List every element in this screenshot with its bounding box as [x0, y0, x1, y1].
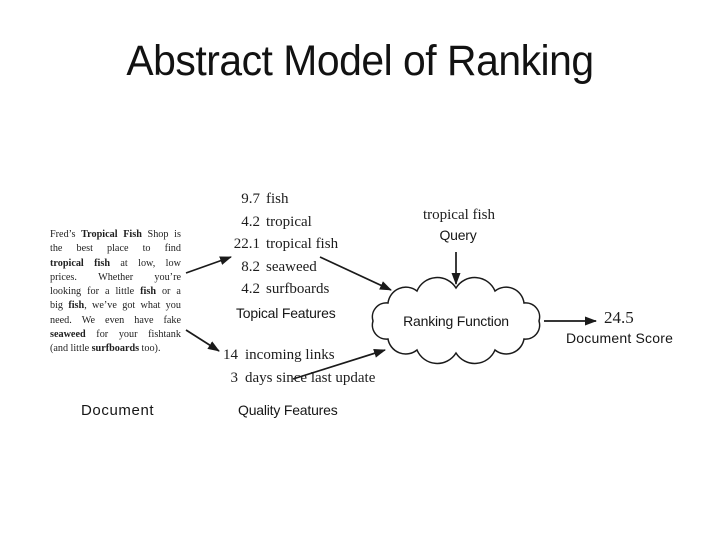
feature-score: 4.2	[241, 213, 260, 230]
arrow-topical-features-to-ranking-function	[319, 256, 392, 291]
feature-row: 3 days since last update	[214, 367, 376, 390]
feature-score: 4.2	[241, 281, 260, 298]
feature-term: days since last update	[245, 369, 376, 386]
document-score-label: Document Score	[566, 330, 674, 346]
ranking-function-cloud	[371, 276, 541, 365]
feature-row: 8.2 seaweed	[226, 256, 338, 279]
feature-term: surfboards	[266, 281, 330, 298]
feature-score: 3	[230, 369, 239, 386]
feature-score: 9.7	[241, 191, 260, 207]
feature-score: 22.1	[233, 236, 260, 253]
feature-row: 14 incoming links	[214, 344, 375, 367]
feature-term: tropical	[266, 213, 312, 230]
arrow-document-to-quality-features	[185, 329, 220, 352]
ranking-function-label: Ranking Function	[403, 313, 509, 329]
arrow-document-to-topical-features	[185, 256, 232, 274]
document-score-value: 24.5	[604, 308, 634, 327]
document-label: Document	[81, 402, 155, 419]
topical-features-label: Topical Features	[236, 305, 336, 321]
feature-row: 22.1 tropical fish	[226, 233, 338, 256]
slide-title: Abstract Model of Ranking	[126, 37, 594, 85]
feature-row: 9.7 fish	[226, 188, 338, 211]
topical-features-list: 9.7 fish 4.2 tropical 22.1 tropical fish 8.2 se…	[226, 188, 338, 301]
feature-term: tropical fish	[266, 236, 339, 253]
feature-score: 14	[223, 347, 238, 363]
quality-features-list: 14 incoming links 3 days since last update	[214, 344, 375, 389]
feature-score: 8.2	[241, 258, 260, 275]
quality-features-label: Quality Features	[238, 402, 338, 418]
query-label: Query	[439, 227, 477, 243]
feature-term: fish	[266, 191, 289, 207]
feature-row: 4.2 tropical	[226, 211, 338, 234]
feature-row: 4.2 surfboards	[226, 278, 338, 301]
feature-term: seaweed	[266, 258, 317, 275]
arrow-quality-features-to-ranking-function	[292, 349, 386, 380]
feature-term: incoming links	[245, 347, 335, 363]
query-text: tropical fish	[422, 207, 496, 223]
